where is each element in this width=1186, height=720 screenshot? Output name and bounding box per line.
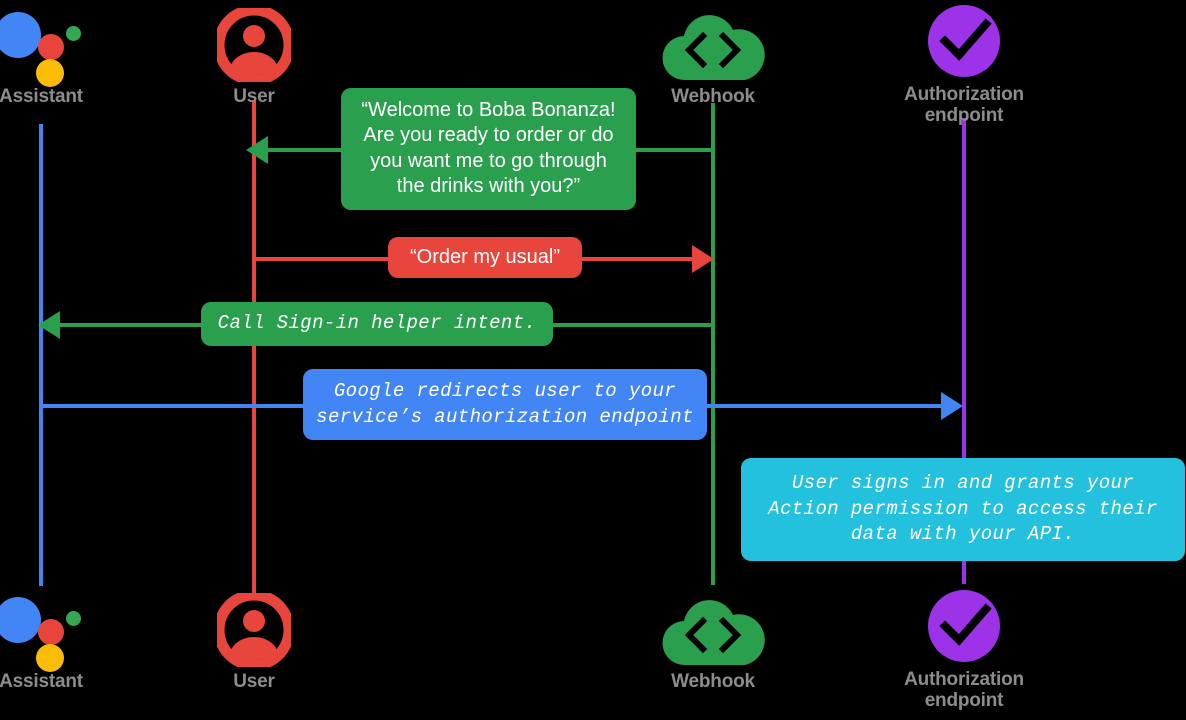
actor-label-user: User — [233, 671, 275, 692]
assistant-dot-yellow — [36, 644, 64, 672]
arrow-head-welcome — [246, 136, 268, 164]
arrow-head-google-redirect — [941, 392, 963, 420]
check-circle-icon — [928, 590, 1000, 662]
actor-user-bottom: User — [164, 589, 344, 692]
message-bubble-welcome: “Welcome to Boba Bonanza! Are you ready … — [341, 88, 636, 210]
actor-assistant-bottom: Assistant — [0, 589, 131, 692]
actor-label-webhook: Webhook — [671, 671, 755, 692]
cloud-code-icon — [662, 600, 765, 666]
message-bubble-user-grants-permission: User signs in and grants your Action per… — [741, 458, 1185, 561]
actor-label-authorization-endpoint: Authorization endpoint — [904, 84, 1024, 127]
actor-webhook-top: Webhook — [623, 4, 803, 107]
google-assistant-icon — [0, 4, 131, 87]
user-avatar-icon — [217, 593, 291, 667]
arrow-head-signin-helper — [38, 311, 60, 339]
lifeline-user — [252, 100, 256, 598]
cloud-code-icon — [662, 15, 765, 81]
assistant-dot-green — [66, 26, 81, 41]
actor-label-authorization-endpoint: Authorization endpoint — [904, 669, 1024, 712]
actor-label-webhook: Webhook — [671, 86, 755, 107]
assistant-dot-blue — [0, 12, 41, 58]
message-bubble-signin-helper: Call Sign-in helper intent. — [201, 302, 553, 346]
actor-authorization-endpoint-top: Authorization endpoint — [874, 2, 1054, 127]
google-assistant-icon — [0, 589, 131, 672]
message-bubble-google-redirect: Google redirects user to your service’s … — [303, 369, 707, 441]
actor-assistant-top: Assistant — [0, 4, 131, 107]
actor-user-top: User — [164, 4, 344, 107]
actor-label-user: User — [233, 86, 275, 107]
assistant-dot-blue — [0, 597, 41, 643]
message-bubble-order-my-usual: “Order my usual” — [388, 237, 582, 279]
assistant-dot-red — [38, 34, 64, 60]
user-avatar-icon — [217, 8, 291, 82]
assistant-dot-green — [66, 611, 81, 626]
lifeline-assistant — [39, 124, 43, 586]
lifeline-authorization-endpoint — [962, 118, 966, 584]
assistant-dot-yellow — [36, 59, 64, 87]
lifeline-webhook — [711, 103, 715, 585]
actor-label-assistant: Assistant — [0, 671, 83, 692]
actor-authorization-endpoint-bottom: Authorization endpoint — [874, 587, 1054, 712]
arrow-head-order-my-usual — [692, 245, 714, 273]
actor-webhook-bottom: Webhook — [623, 589, 803, 692]
assistant-dot-red — [38, 619, 64, 645]
check-circle-icon — [928, 5, 1000, 77]
actor-label-assistant: Assistant — [0, 86, 83, 107]
